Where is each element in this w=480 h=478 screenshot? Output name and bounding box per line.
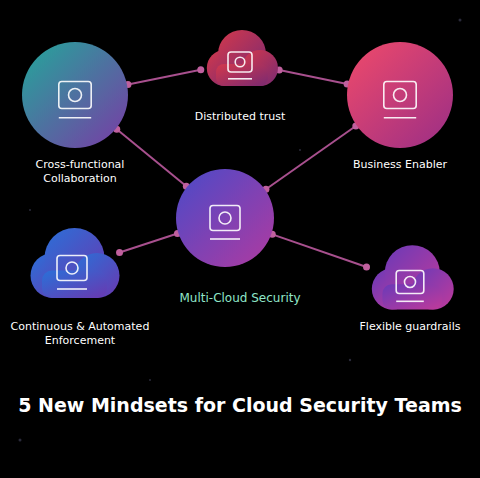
diagram-title: 5 New Mindsets for Cloud Security Teams xyxy=(0,394,480,416)
mindset-label: Distributed trust xyxy=(170,110,310,124)
circle-icon xyxy=(346,41,454,149)
connector xyxy=(116,230,181,256)
circle-icon xyxy=(175,168,275,268)
connector xyxy=(262,123,359,193)
mindset-circle: Distributed trust xyxy=(200,22,280,102)
connector xyxy=(124,66,204,88)
mindset-circle: Flexible guardrails xyxy=(364,236,456,328)
mindset-circle: Multi-Cloud Security xyxy=(175,168,275,268)
mindset-circle: Continuous & Automated Enforcement xyxy=(22,218,122,318)
mindset-circle: Business Enabler xyxy=(346,41,454,149)
mindset-label: Cross-functional Collaboration xyxy=(10,158,150,186)
connector xyxy=(276,67,351,88)
connector xyxy=(113,126,190,190)
circle-icon xyxy=(22,218,122,318)
connector xyxy=(269,231,370,271)
circle-icon xyxy=(21,41,129,149)
mindset-circle: Cross-functional Collaboration xyxy=(21,41,129,149)
mindset-label: Multi-Cloud Security xyxy=(155,291,325,306)
mindset-label: Business Enabler xyxy=(330,158,470,172)
circle-icon xyxy=(364,236,456,328)
circle-icon xyxy=(200,22,280,102)
mindset-label: Continuous & Automated Enforcement xyxy=(5,320,155,348)
mindset-label: Flexible guardrails xyxy=(345,320,475,334)
